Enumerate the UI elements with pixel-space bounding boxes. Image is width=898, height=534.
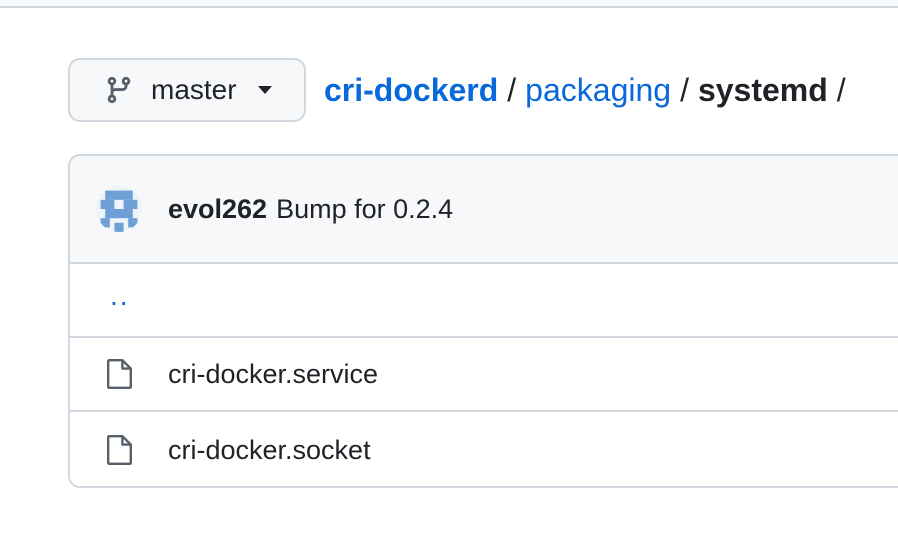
branch-selector-button[interactable]: master bbox=[68, 58, 306, 122]
caret-down-icon bbox=[257, 86, 272, 94]
parent-directory-row: .. bbox=[70, 264, 898, 338]
commit-message-link[interactable]: Bump for 0.2.4 bbox=[276, 193, 454, 224]
breadcrumb-current: systemd bbox=[697, 71, 828, 108]
file-name-link[interactable]: cri-docker.service bbox=[168, 358, 379, 389]
file-row: cri-docker.service bbox=[70, 338, 898, 412]
parent-directory-link[interactable]: .. bbox=[110, 280, 130, 311]
file-icon bbox=[107, 435, 132, 465]
branch-name: master bbox=[151, 74, 237, 105]
breadcrumb-folder-link[interactable]: packaging bbox=[525, 71, 672, 108]
git-branch-icon bbox=[107, 76, 131, 104]
identicon-icon bbox=[96, 186, 142, 232]
breadcrumb: cri-dockerd / packaging / systemd / bbox=[324, 72, 855, 109]
avatar[interactable] bbox=[96, 186, 142, 232]
file-row: cri-docker.socket bbox=[70, 412, 898, 486]
latest-commit-bar: evol262 Bump for 0.2.4 bbox=[70, 156, 898, 264]
file-navigation: master cri-dockerd / packaging / systemd… bbox=[68, 58, 855, 122]
file-icon bbox=[107, 359, 132, 389]
breadcrumb-separator: / bbox=[507, 71, 517, 108]
breadcrumb-separator: / bbox=[680, 71, 689, 108]
top-divider bbox=[0, 0, 898, 8]
breadcrumb-separator: / bbox=[836, 71, 846, 108]
file-name-link[interactable]: cri-docker.socket bbox=[168, 434, 371, 465]
file-list: evol262 Bump for 0.2.4 .. cri-docker.ser… bbox=[68, 154, 898, 488]
commit-author-link[interactable]: evol262 bbox=[168, 193, 268, 224]
breadcrumb-repo-link[interactable]: cri-dockerd bbox=[324, 71, 499, 108]
